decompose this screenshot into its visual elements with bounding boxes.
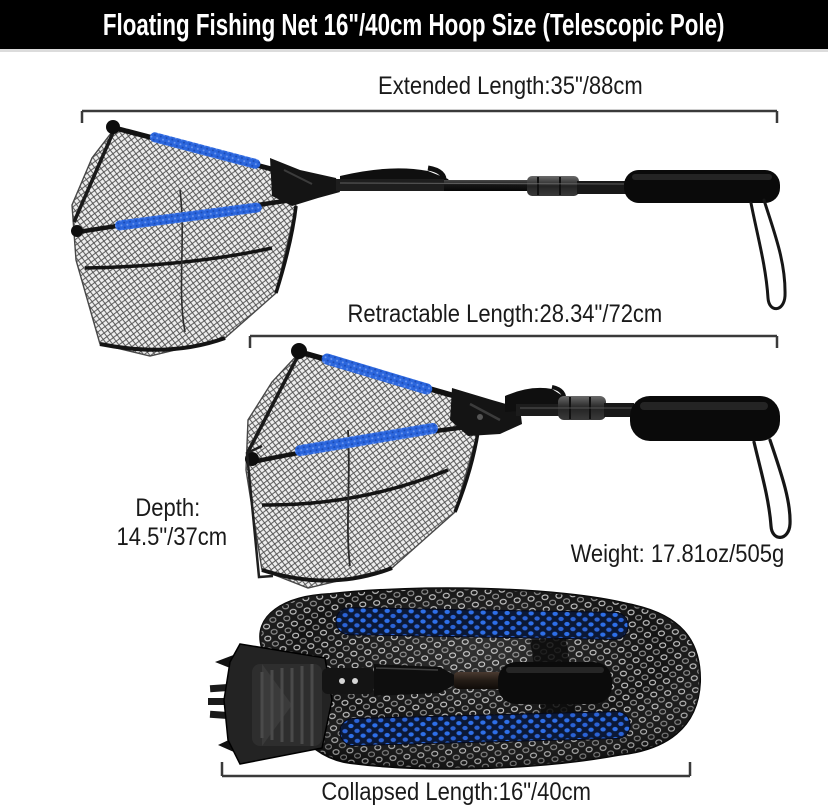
retracted-net-illustration [245,343,792,589]
net-hoop-back-blue-band [321,353,433,395]
folded-blue-rail-bottom [339,711,631,746]
retractable-length-dimension-line [248,334,779,348]
net-hoop-back-blue-band [149,132,261,169]
wrist-strap [749,198,787,311]
telescopic-pole [336,176,629,196]
depth-label-line1: Depth: [135,494,201,522]
fold-pivot-joint [270,158,340,206]
folded-blue-rail-top [335,607,629,640]
folded-pole-assembly [322,662,612,704]
retractable-length-label: Retractable Length:28.34"/72cm [347,300,663,328]
title-bar: Floating Fishing Net 16"/40cm Hoop Size … [0,0,828,52]
hoop-corner-fitting [106,120,120,134]
hoop-corner-fitting [71,225,83,237]
hoop-corner-fitting [291,343,307,359]
extended-length-label: Extended Length:35"/88cm [377,72,643,100]
fork-mount [208,643,333,765]
extended-length-dimension-line [80,109,779,123]
extended-net-illustration [71,120,787,357]
depth-dimension-bracket [245,444,274,579]
net-hoop-front-blue-band [294,422,439,457]
wrist-strap [752,438,792,539]
net-hoop-front-blue-band [114,202,262,231]
weight-label: Weight: 17.81oz/505g [570,540,784,568]
collapsed-length-label: Collapsed Length:16"/40cm [321,778,591,805]
collapsed-net-illustration [208,587,702,770]
pole-ferrule [527,176,579,196]
depth-label-line2: 14.5"/37cm [116,523,228,551]
collapsed-length-dimension-line [220,762,692,778]
telescopic-pole [516,396,634,420]
carbon-pole-section [454,672,502,689]
page-title: Floating Fishing Net 16"/40cm Hoop Size … [103,6,725,42]
